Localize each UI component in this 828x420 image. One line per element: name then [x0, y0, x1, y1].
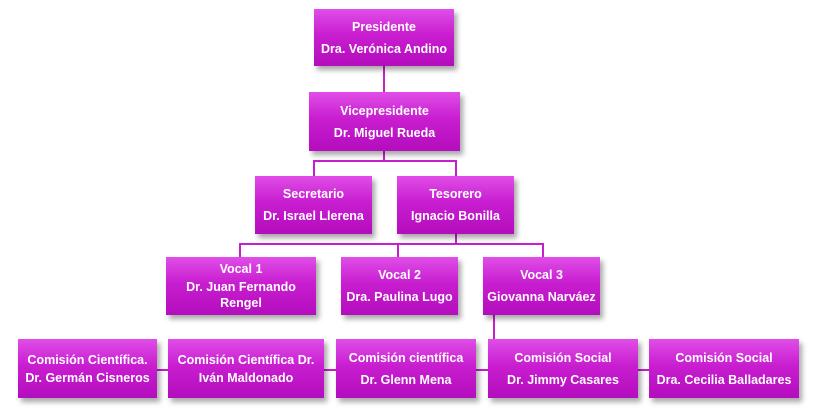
connector-line — [313, 160, 457, 162]
node-role: Vocal 1 — [219, 262, 263, 276]
connector-line — [313, 160, 315, 176]
connector-line — [383, 151, 385, 161]
node-role: Presidente — [352, 19, 416, 34]
org-node-comision-social-1: Comisión Social Dr. Jimmy Casares — [488, 339, 638, 398]
node-name: Dr. Germán Cisneros — [25, 370, 150, 385]
node-role: Secretario — [282, 187, 345, 201]
org-node-comision-cientifica-3: Comisión científica Dr. Glenn Mena — [336, 339, 476, 398]
node-role: Comisión Científica. — [27, 352, 148, 367]
node-name: Dr. Jimmy Casares — [507, 372, 619, 387]
org-node-vocal-3: Vocal 3 Giovanna Narváez — [483, 257, 600, 315]
org-node-presidente: Presidente Dra. Verónica Andino — [314, 9, 454, 66]
org-node-vocal-2: Vocal 2 Dra. Paulina Lugo — [341, 257, 458, 315]
node-name: Dra. Cecilia Balladares — [656, 372, 792, 387]
node-name: Giovanna Narváez — [487, 290, 596, 304]
node-role: Comisión científica — [348, 350, 464, 365]
node-name: Iván Maldonado — [198, 370, 294, 385]
connector-line — [455, 234, 457, 244]
node-role: Vocal 2 — [378, 268, 421, 282]
node-name: Dr. Juan Fernando Rengel — [186, 280, 296, 310]
node-name: Dr. Israel Llerena — [263, 209, 364, 223]
connector-line — [542, 243, 544, 257]
node-role: Tesorero — [429, 187, 482, 201]
connector-line — [239, 243, 544, 245]
org-node-vicepresidente: Vicepresidente Dr. Miguel Rueda — [309, 92, 460, 151]
node-name: Ignacio Bonilla — [411, 209, 500, 223]
node-name: Dr. Glenn Mena — [360, 372, 452, 387]
org-node-comision-social-2: Comisión Social Dra. Cecilia Balladares — [649, 339, 799, 398]
node-role: Comisión Social — [514, 350, 612, 365]
org-node-tesorero: Tesorero Ignacio Bonilla — [397, 176, 514, 234]
connector-line — [239, 243, 241, 257]
org-node-secretario: Secretario Dr. Israel Llerena — [255, 176, 372, 234]
connector-line — [383, 66, 385, 92]
connector-line — [397, 243, 399, 257]
node-role: Comisión Social — [675, 350, 773, 365]
node-name: Dr. Miguel Rueda — [333, 125, 436, 140]
node-role: Vicepresidente — [340, 103, 429, 118]
node-name: Dra. Verónica Andino — [321, 41, 447, 56]
org-node-comision-cientifica-1: Comisión Científica. Dr. Germán Cisneros — [18, 339, 157, 398]
node-role: Vocal 3 — [520, 268, 563, 282]
org-node-comision-cientifica-2: Comisión Científica Dr. Iván Maldonado — [168, 339, 324, 398]
org-node-vocal-1: Vocal 1 Dr. Juan Fernando Rengel — [166, 257, 316, 315]
connector-line — [455, 160, 457, 176]
node-role: Comisión Científica Dr. — [177, 352, 315, 367]
node-name: Dra. Paulina Lugo — [346, 290, 453, 304]
